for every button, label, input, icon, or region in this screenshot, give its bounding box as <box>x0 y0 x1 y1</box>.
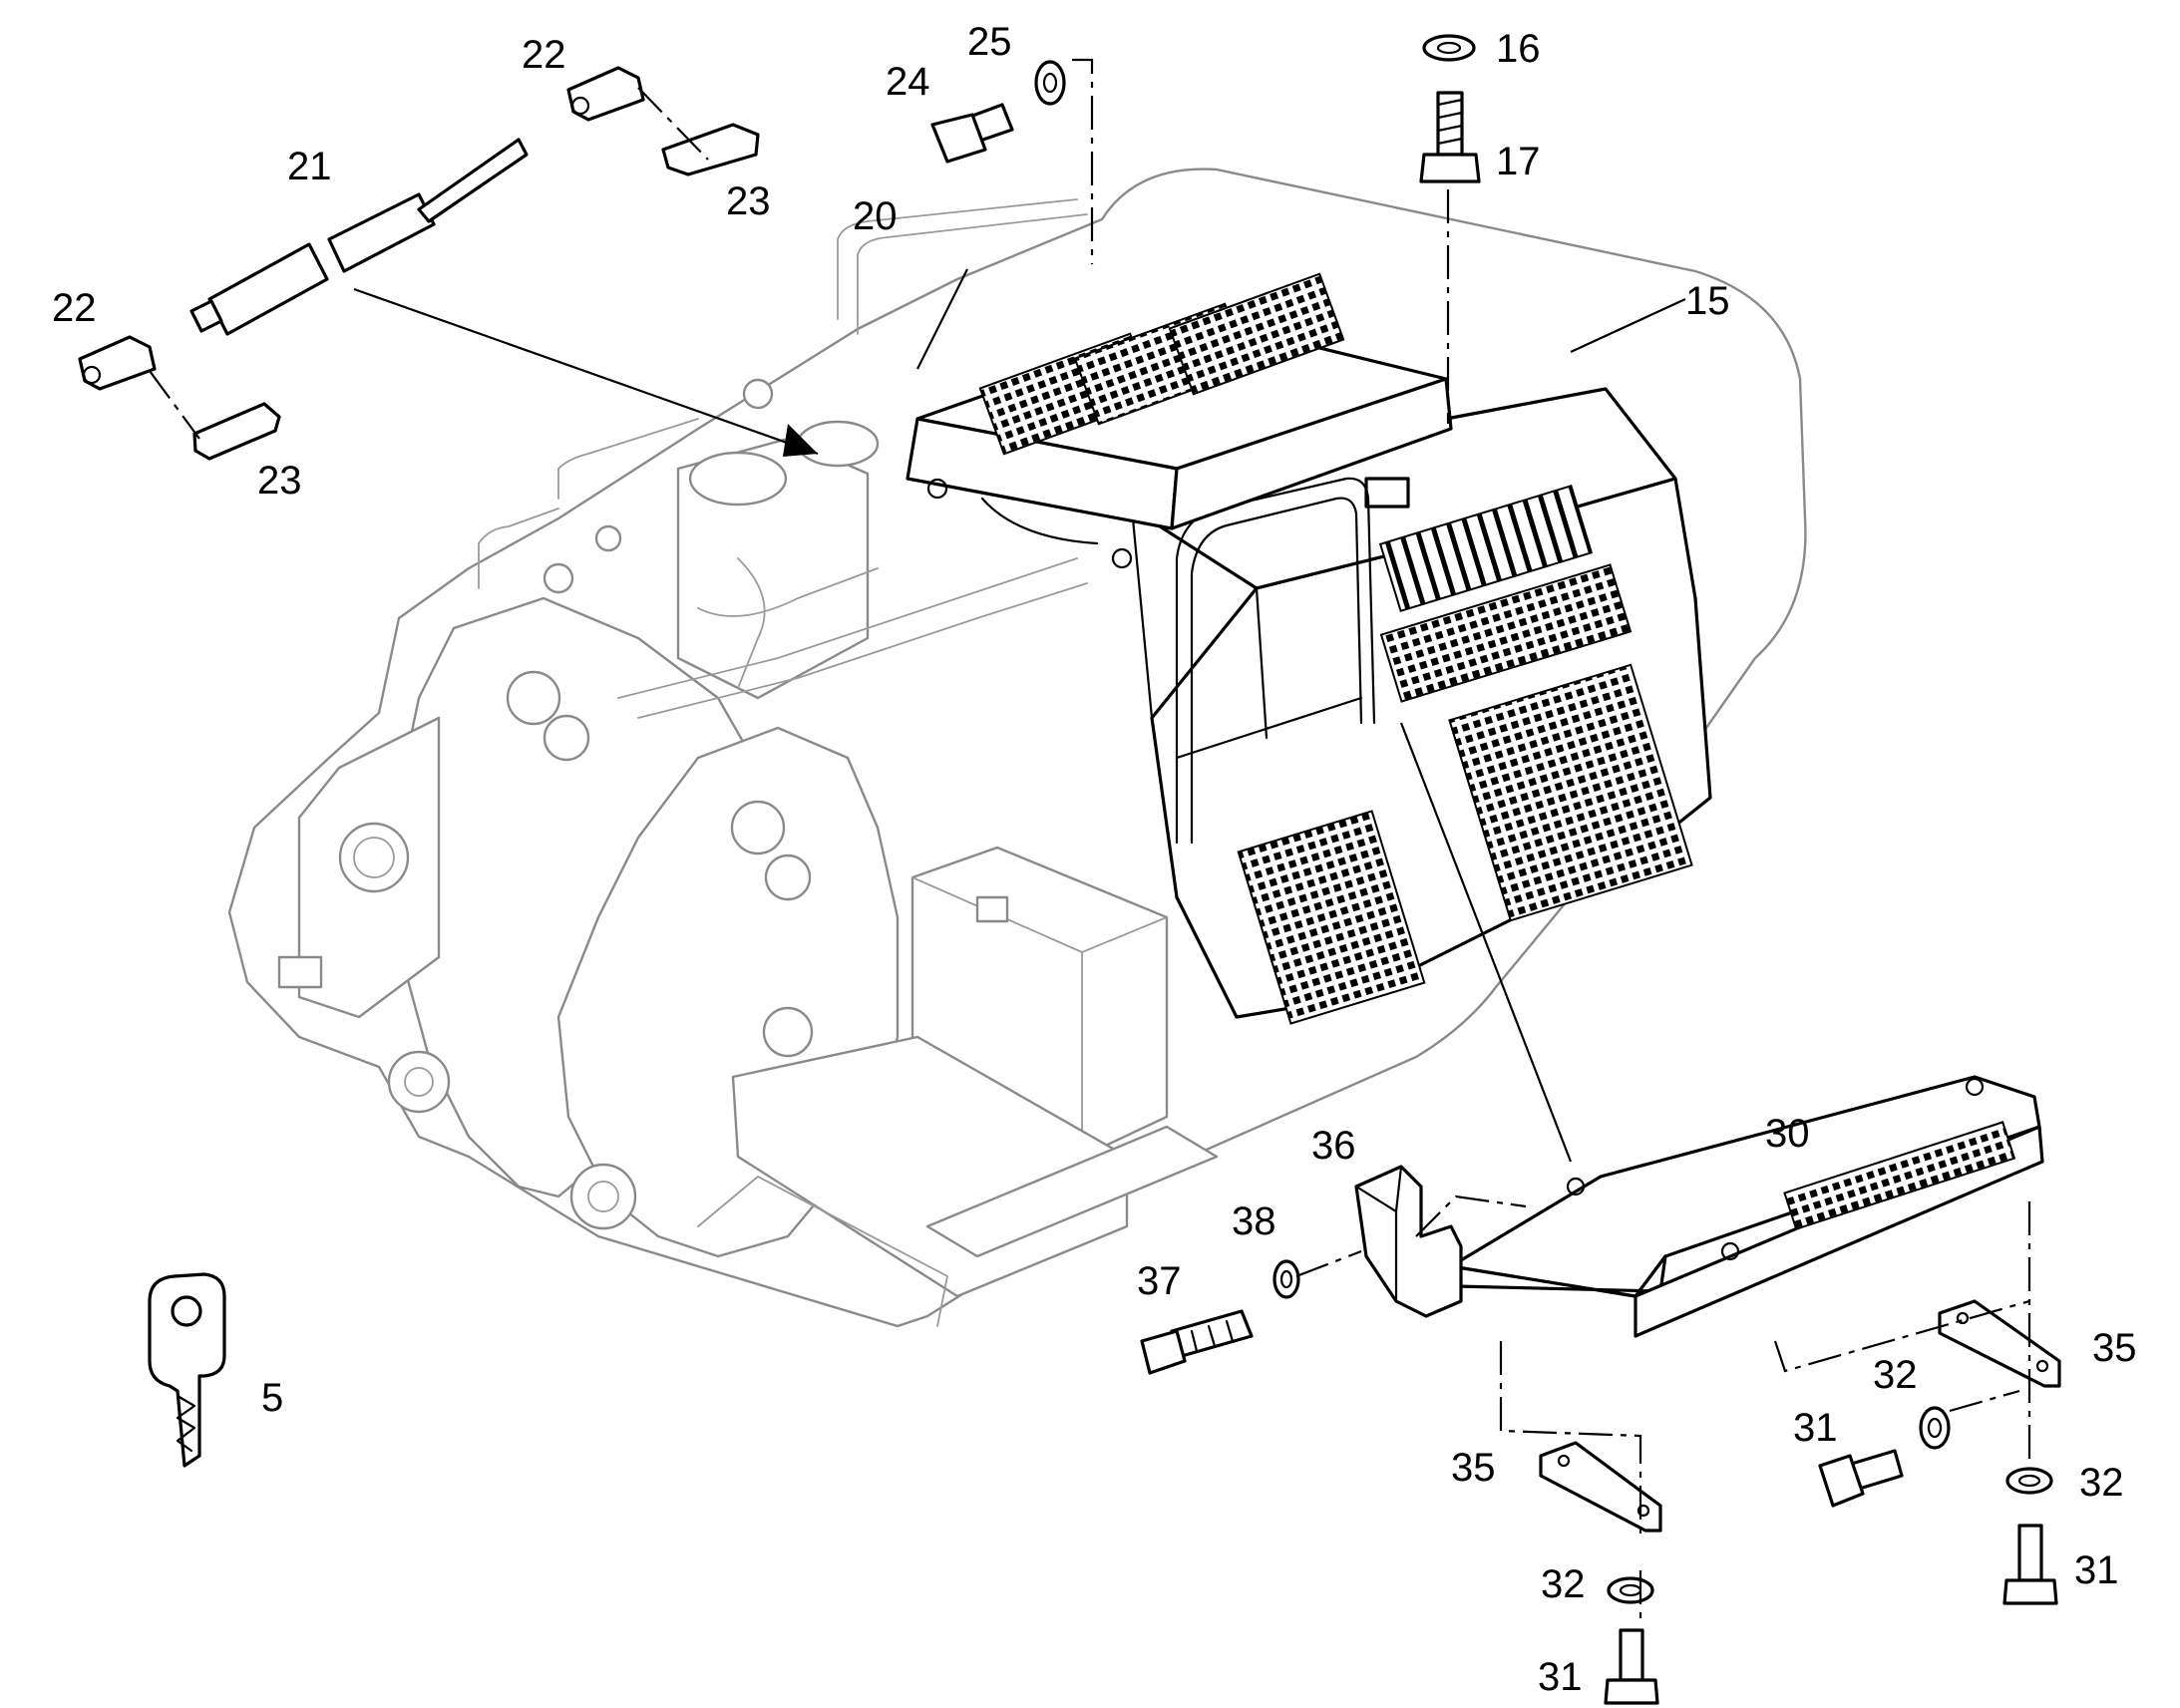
callout-22-left: 22 <box>52 286 97 330</box>
callout-16: 16 <box>1496 27 1541 71</box>
callout-17: 17 <box>1496 140 1541 183</box>
side-cover-30 <box>1449 1075 2044 1338</box>
strap-35-right <box>1938 1299 2061 1388</box>
callout-38: 38 <box>1232 1199 1276 1243</box>
washer-16 <box>1422 34 1476 62</box>
washer-32-right <box>2005 1467 2053 1495</box>
pin-23-left <box>192 402 281 461</box>
callout-21: 21 <box>287 145 332 188</box>
engine-cover-20 <box>906 272 1453 569</box>
callout-30: 30 <box>1765 1112 1810 1156</box>
gas-strut-21 <box>189 138 529 336</box>
bolt-31-right <box>2002 1524 2058 1605</box>
callout-32-center: 32 <box>1873 1353 1918 1397</box>
callout-15: 15 <box>1685 279 1730 323</box>
callout-23-left: 23 <box>257 459 302 503</box>
bracket-36 <box>1354 1165 1463 1318</box>
arrowhead-21 <box>783 424 818 457</box>
callout-32-left: 32 <box>1541 1562 1586 1606</box>
callout-31-right: 31 <box>2074 1548 2119 1592</box>
washer-38 <box>1272 1259 1300 1299</box>
bolt-31-center <box>1818 1449 1904 1508</box>
callout-31-bottom: 31 <box>1538 1655 1583 1699</box>
strap-35-left <box>1539 1441 1662 1533</box>
callout-labels: 5 15 16 17 20 21 22 22 23 23 24 25 30 31… <box>52 20 2137 1699</box>
washer-32-left <box>1607 1576 1654 1604</box>
key-5 <box>148 1272 226 1468</box>
bolt-31-bottom <box>1604 1628 1659 1705</box>
callout-22-top: 22 <box>522 33 566 77</box>
washer-25 <box>1034 60 1066 106</box>
callout-5: 5 <box>261 1376 283 1420</box>
callout-20: 20 <box>853 194 898 238</box>
callout-36: 36 <box>1311 1124 1356 1168</box>
callout-35-right: 35 <box>2092 1326 2137 1370</box>
callout-25: 25 <box>967 20 1012 64</box>
bolt-17 <box>1419 91 1481 183</box>
callout-24: 24 <box>886 60 930 104</box>
callout-37: 37 <box>1137 1259 1182 1303</box>
callout-23-top: 23 <box>726 179 771 223</box>
clevis-22-left <box>78 335 157 391</box>
washer-32-center <box>1919 1406 1951 1450</box>
callout-32-right: 32 <box>2079 1461 2124 1505</box>
leader-lines <box>149 58 2031 1620</box>
bolt-37 <box>1140 1309 1254 1375</box>
callout-31-center: 31 <box>1793 1406 1838 1450</box>
bolt-24 <box>930 103 1014 164</box>
clevis-22-top <box>566 66 645 122</box>
callout-35-left: 35 <box>1451 1446 1496 1490</box>
pin-23-top <box>661 123 760 176</box>
